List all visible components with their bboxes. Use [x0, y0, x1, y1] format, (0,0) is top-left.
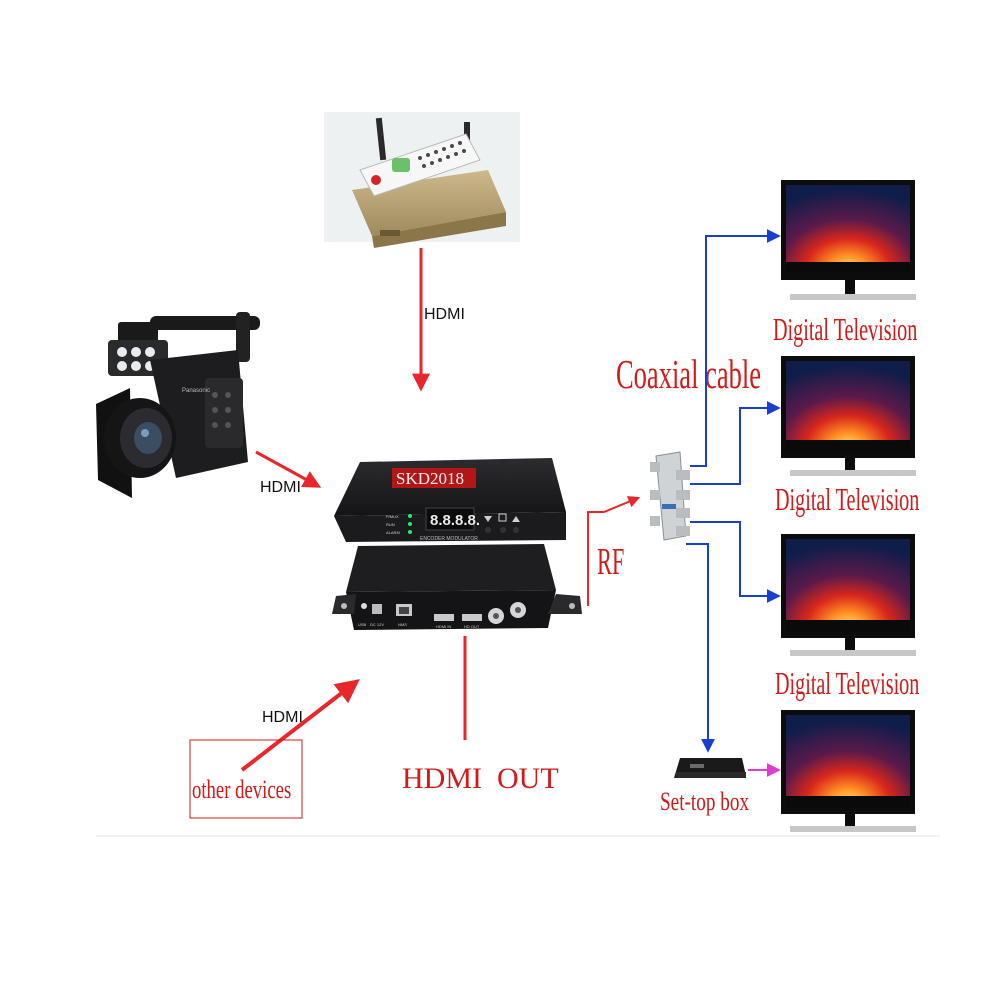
encoder-model-label: SKD2018 — [396, 469, 464, 488]
indicator-label-alarm: ALARM — [386, 530, 400, 535]
rf-label: RF — [597, 540, 624, 583]
settop-box-label: Set-top box — [660, 786, 749, 816]
arrow-to-settop-box — [686, 543, 715, 753]
television-2 — [781, 356, 916, 476]
status-leds — [408, 514, 412, 534]
rear-port-dc: DC 12V — [370, 622, 384, 627]
arrow-otherdevices-to-encoder — [240, 679, 360, 772]
arrow-to-tv-3 — [690, 521, 781, 603]
arrow-to-tv-2 — [690, 401, 781, 485]
television-4 — [781, 710, 916, 832]
coax-distribution-arrows — [686, 229, 781, 777]
encoder-modulator-device: SKD2018 P/MUX RUN ALARM 8.8.8.8. ENCODER… — [332, 458, 582, 630]
tv-1-label: Digital Television — [773, 311, 918, 347]
rear-port-hdmi-in: HDMI IN — [436, 624, 451, 629]
arrow-to-tv-1 — [690, 229, 781, 467]
rear-port-nms: NMS — [398, 622, 407, 627]
television-1 — [781, 180, 916, 300]
front-buttons — [484, 513, 520, 533]
segment-display: 8.8.8.8. — [430, 512, 480, 529]
camera-brand-text: Panasonic — [182, 388, 210, 394]
media-player-photo — [324, 112, 520, 248]
indicator-label-run: RUN — [386, 522, 395, 527]
rear-port-hd-out: HD OUT — [464, 624, 480, 629]
hdmi-out-label: HDMI OUT — [402, 762, 559, 795]
rf-splitter — [650, 451, 690, 541]
rf-output-line — [587, 496, 641, 606]
other-devices-box — [189, 739, 303, 819]
remote-control-icon — [359, 133, 481, 197]
camcorder-photo: Panasonic — [96, 312, 260, 498]
indicator-label-pmux: P/MUX — [386, 514, 399, 519]
encoder-front-panel: SKD2018 P/MUX RUN ALARM 8.8.8.8. ENCODER… — [334, 458, 566, 542]
tv-2-label: Digital Television — [775, 481, 920, 517]
encoder-rear-panel: USB DC 12V NMS HDMI IN HD OUT — [332, 544, 582, 630]
tv-3-label: Digital Television — [775, 665, 920, 701]
front-caption: ENCODER MODULATOR — [420, 536, 478, 542]
coaxial-cable-label: Coaxial cable — [616, 351, 761, 397]
hdmi-label-other: HDMI — [262, 709, 303, 726]
other-devices-label: other devices — [192, 775, 291, 805]
rear-port-usb: USB — [358, 622, 367, 627]
settop-box-device — [674, 758, 746, 778]
hdmi-input-arrows — [240, 248, 641, 772]
television-3 — [781, 534, 916, 656]
hdmi-label-camera: HDMI — [260, 479, 301, 496]
arrow-camera-to-encoder — [255, 450, 322, 488]
hdmi-label-top: HDMI — [424, 306, 465, 323]
